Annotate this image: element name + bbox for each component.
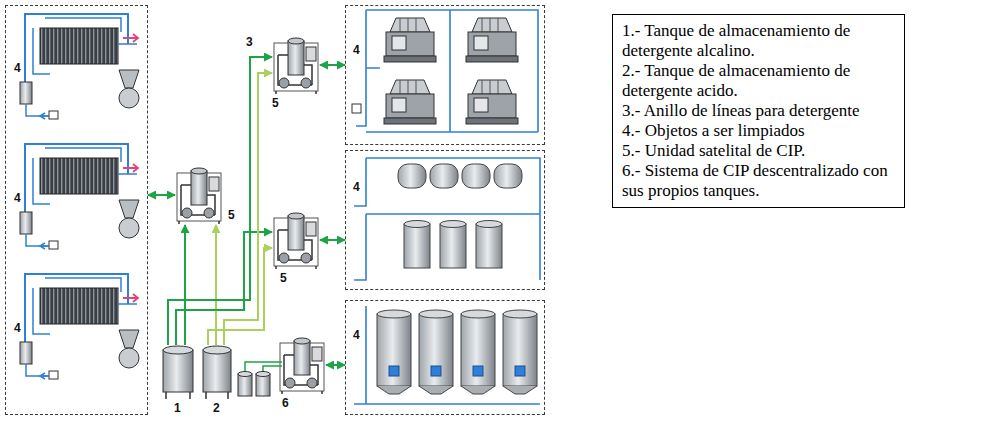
detergent-line [320,239,345,241]
legend-entry: 4.- Objetos a ser limpiados [622,121,895,141]
callout-number: 4 [14,62,21,74]
storage-tank: 1 [163,345,193,400]
callout-number: 4 [353,181,360,193]
storage-silos [354,306,540,404]
legend-entry: 3.- Anillo de líneas para detergente [622,101,895,121]
cip-satellite-unit: 5 [175,165,223,225]
detergent-line [184,225,186,345]
cip-units [274,38,318,94]
callout-number: 5 [228,209,235,221]
storage-silos [461,310,495,394]
key-box: 1.- Tanque de almacenamiento de detergen… [612,14,905,208]
process-tanks [404,221,430,228]
process-tanks [440,224,466,268]
cip-decentral-unit: 6 [278,335,326,395]
process-tanks [440,221,466,228]
callout-number: 2 [213,402,220,414]
process-tanks [462,164,490,188]
process-tanks [354,158,540,280]
callout-number: 3 [246,36,253,48]
callout-number: 4 [353,329,360,341]
detergent-tanks [206,392,228,399]
filling-machines [352,10,538,132]
storage-silos [377,310,411,394]
pasteurizer-lines [20,144,139,249]
local-tanks [238,362,282,396]
detergent-line [168,57,272,345]
cip-units [177,168,221,224]
detergent-line [326,364,345,366]
filling-machines [352,104,361,113]
detergent-tanks [163,350,193,392]
local-tanks [245,362,282,372]
storage-silos [503,310,537,394]
legend-entry: 6.- Sistema de CIP descentralizado con s… [622,161,895,201]
process-tanks [404,224,430,268]
filling-machines [466,18,518,62]
detergent-tanks [163,346,231,399]
detergent-tanks [203,350,231,392]
callout-number: 6 [282,397,289,409]
pasteurizer-lines [20,14,139,379]
pasteurizer-lines [20,274,139,379]
legend-entry: 1.- Tanque de almacenamiento de detergen… [622,21,895,61]
local-tanks [256,374,270,396]
callout-number: 1 [174,402,181,414]
cip-units [280,338,324,394]
filling-machines [384,80,436,124]
process-tanks [354,158,540,280]
callout-number: 5 [272,97,279,109]
cip-units [274,213,318,269]
detergent-line [215,225,217,345]
process-tanks [430,164,458,188]
storage-tank: 2 [203,345,231,400]
local-tanks [238,372,252,377]
detergent-tanks [203,346,231,354]
detergent-line [208,248,272,345]
process-tanks [494,164,522,188]
callout-number: 4 [14,192,21,204]
equipment-group: 4 [345,5,545,145]
callout-number: 4 [353,44,360,56]
local-tanks [256,372,270,377]
equipment-group: 4 4 4 [5,5,148,415]
filling-machines [466,80,518,124]
pasteurizer-lines [20,14,139,119]
legend-entry: 2.- Tanque de almacenamiento de detergen… [622,61,895,101]
equipment-group: 4 [345,150,545,290]
process-tanks [476,221,502,228]
callout-number: 4 [14,322,21,334]
filling-machines [356,10,538,132]
storage-silos [354,306,540,404]
detergent-tanks [166,392,190,399]
detergent-tanks [163,346,193,354]
filling-machines [384,18,436,62]
detergent-line [148,194,175,196]
legend-entry: 5.- Unidad satelital de CIP. [622,141,895,161]
cip-satellite-unit: 5 [272,210,320,270]
detergent-line [320,64,345,66]
callout-number: 5 [280,272,287,284]
process-tanks [398,164,426,188]
local-tanks [238,374,252,396]
cip-satellite-unit: 5 [272,35,320,95]
equipment-group: 4 [345,300,545,415]
process-tanks [476,224,502,268]
storage-silos [419,310,453,394]
